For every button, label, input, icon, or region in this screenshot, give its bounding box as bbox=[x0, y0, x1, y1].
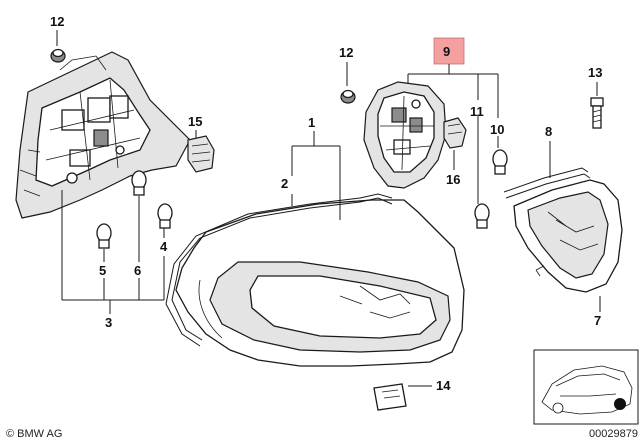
callout-13: 13 bbox=[588, 65, 602, 80]
bulb-11 bbox=[474, 203, 490, 229]
callout-9-highlight bbox=[433, 37, 465, 65]
callout-10: 10 bbox=[490, 122, 504, 137]
callout-1: 1 bbox=[308, 115, 315, 130]
bulb-carrier bbox=[15, 51, 191, 219]
bulb-5 bbox=[96, 223, 112, 249]
callout-2: 2 bbox=[281, 176, 288, 191]
callout-8: 8 bbox=[545, 124, 552, 139]
callout-12-right: 12 bbox=[339, 45, 353, 60]
callout-9: 9 bbox=[443, 44, 450, 59]
callout-15: 15 bbox=[188, 114, 202, 129]
callout-7: 7 bbox=[594, 313, 601, 328]
gasket bbox=[165, 193, 393, 347]
bulb-4 bbox=[157, 203, 173, 229]
seal-strip bbox=[503, 167, 591, 199]
bulb-10 bbox=[492, 149, 508, 175]
copyright-brand: © BMW AG bbox=[6, 428, 62, 440]
callout-12-left: 12 bbox=[50, 14, 64, 29]
location-marker bbox=[614, 398, 626, 410]
callout-6: 6 bbox=[134, 263, 141, 278]
callout-3: 3 bbox=[105, 315, 112, 330]
diagram-number: 00029879 bbox=[589, 428, 638, 440]
tail-light-lens bbox=[175, 199, 465, 367]
connector-plug bbox=[187, 135, 215, 173]
label-plate bbox=[373, 383, 407, 411]
callout-14: 14 bbox=[436, 378, 451, 393]
vehicle-thumbnail bbox=[533, 349, 639, 425]
bulb-6 bbox=[131, 170, 147, 196]
callout-5: 5 bbox=[99, 263, 106, 278]
holder-connector bbox=[443, 117, 467, 149]
grommet-right bbox=[340, 89, 356, 104]
screw bbox=[590, 97, 604, 129]
callout-4: 4 bbox=[160, 239, 168, 254]
grommet-left bbox=[50, 48, 66, 63]
callout-16: 16 bbox=[446, 172, 460, 187]
callout-11: 11 bbox=[470, 104, 484, 119]
bulb-holder bbox=[363, 81, 447, 189]
inner-tail-light bbox=[513, 179, 623, 293]
